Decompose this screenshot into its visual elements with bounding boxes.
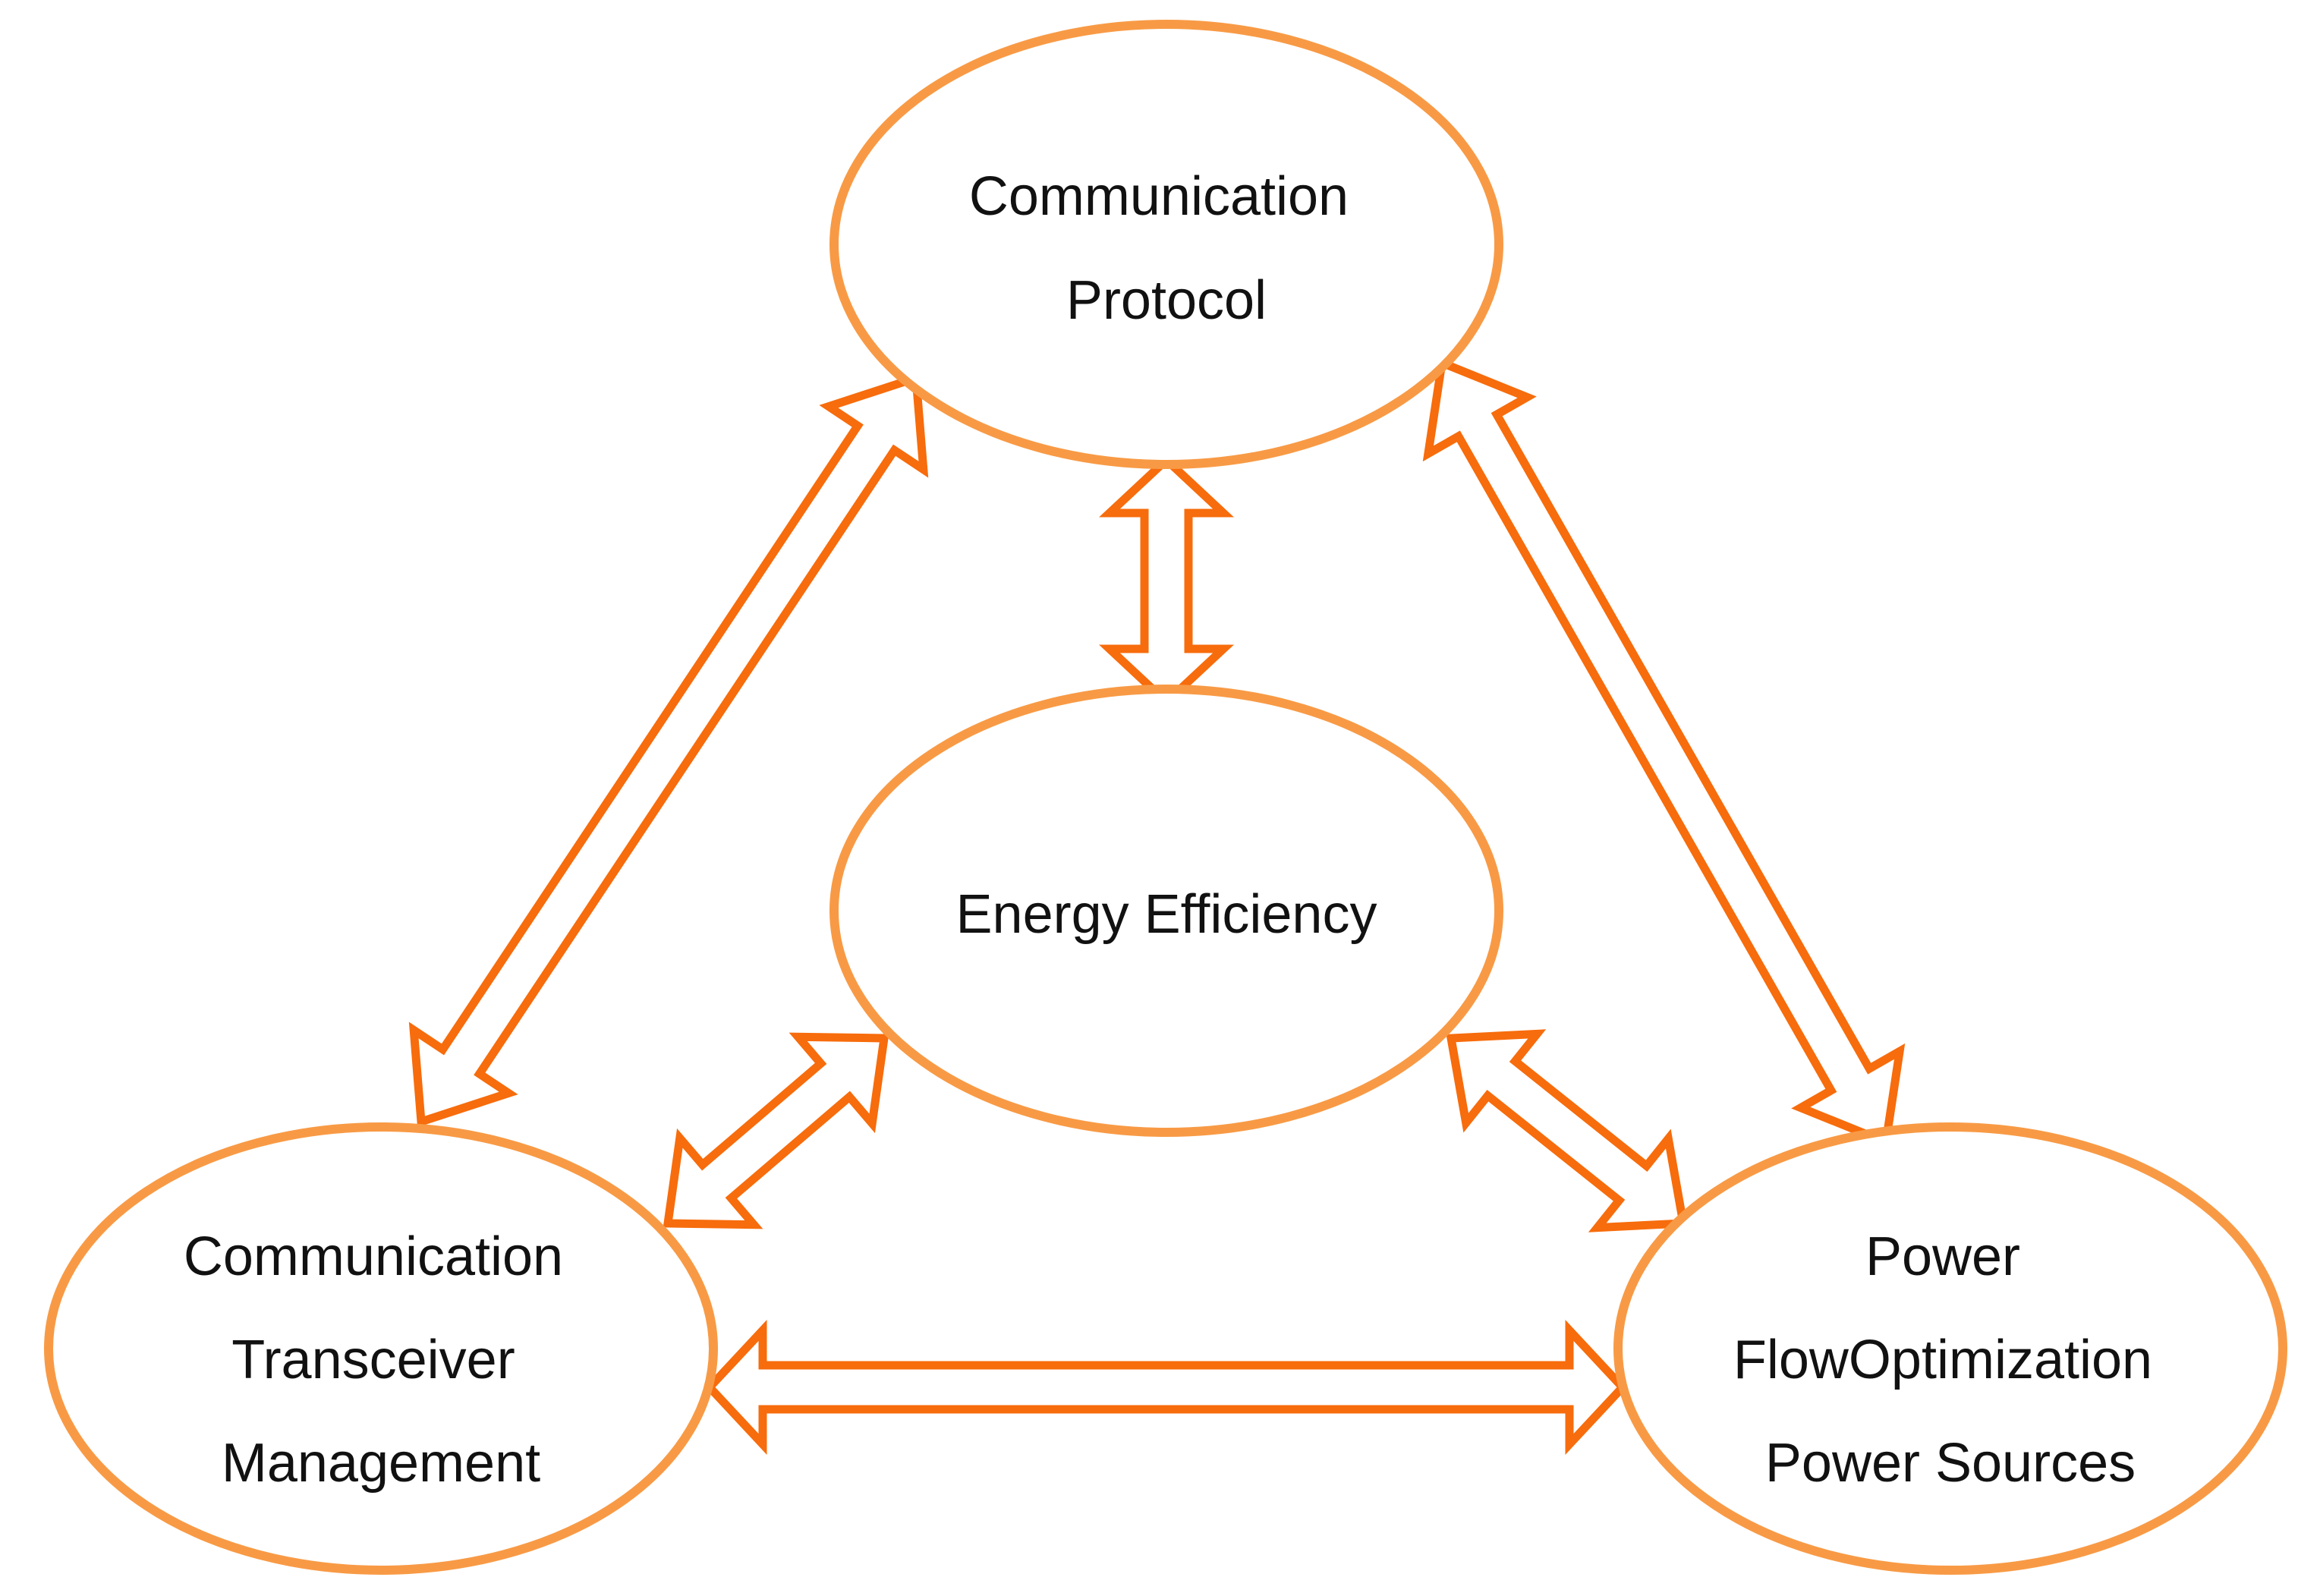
arrow-transceiver-to-power: [704, 1320, 1629, 1455]
node-label-line: FlowOptimization: [1733, 1330, 2152, 1390]
node-communication-protocol: Communication Protocol: [829, 20, 1503, 469]
arrow-protocol-to-efficiency: [1099, 454, 1234, 708]
node-ellipse: [44, 1122, 718, 1575]
node-label-line: Power: [1865, 1226, 2020, 1287]
node-label-line: Transceiver: [231, 1330, 515, 1390]
svg-text:Communication Transceive: Communication Transceiver Management: [184, 1226, 578, 1494]
svg-text:Energy Efficiency: Energy Efficiency: [956, 884, 1377, 945]
arrow-efficiency-to-transceiver: [663, 1032, 889, 1229]
node-label-line: Management: [222, 1433, 540, 1494]
node-ellipse: [829, 685, 1503, 1137]
node-label-line: Protocol: [1066, 270, 1267, 331]
node-label-line: Communication: [969, 166, 1349, 227]
node-label-line: Communication: [184, 1226, 563, 1287]
arrow-protocol-to-power: [1422, 357, 1906, 1148]
svg-text:Power FlowOptimization: Power FlowOptimization Power Sources: [1733, 1226, 2167, 1494]
node-communication-transceiver-management: Communication Transceiver Management: [44, 1122, 718, 1575]
node-ellipse: [1613, 1122, 2287, 1575]
node-label-line: Energy Efficiency: [956, 884, 1377, 945]
node-power-flow-optimization: Power FlowOptimization Power Sources: [1613, 1122, 2287, 1575]
node-energy-efficiency: Energy Efficiency: [829, 685, 1503, 1137]
node-ellipse: [829, 20, 1503, 469]
arrow-efficiency-to-power: [1446, 1029, 1689, 1232]
svg-text:Communication Protocol: Communication Protocol: [969, 166, 1364, 331]
node-label-line: Power Sources: [1765, 1433, 2136, 1494]
arrow-protocol-to-transceiver: [408, 372, 929, 1128]
